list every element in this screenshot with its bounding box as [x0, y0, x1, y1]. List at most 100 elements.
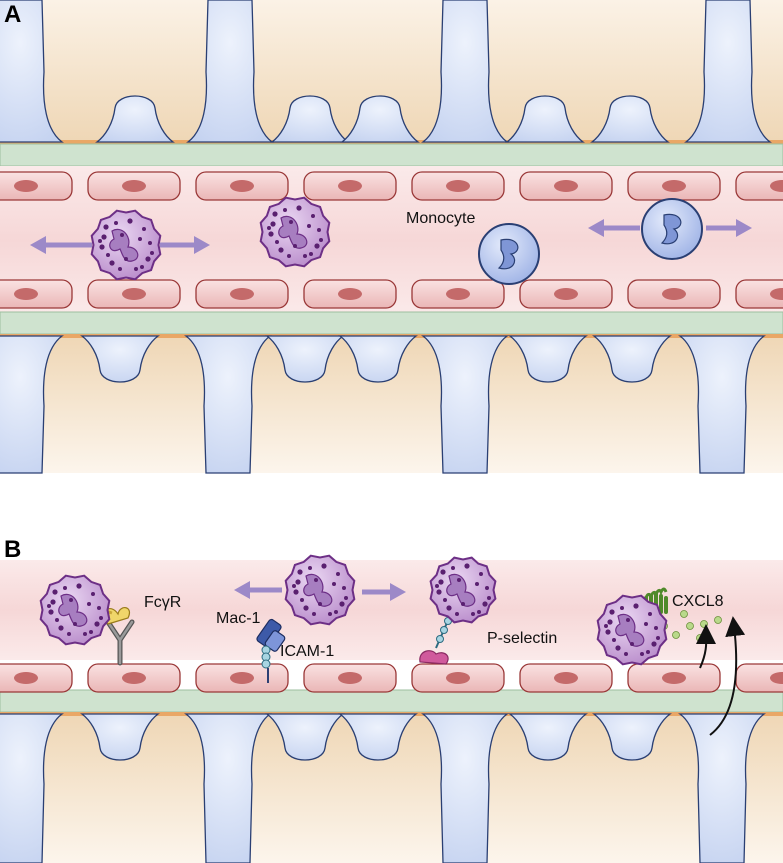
granule: [451, 566, 455, 570]
granule: [278, 247, 284, 253]
granule: [138, 237, 142, 241]
podocyte-process: [0, 335, 64, 474]
endothelium-lower: [0, 279, 783, 309]
neutrophil-nucleus: [58, 593, 88, 627]
granule: [624, 652, 628, 656]
neutrophil-cell: [90, 209, 162, 281]
label-monocyte: Monocyte: [406, 210, 475, 227]
mac1-icam1-binding: [256, 618, 286, 683]
granule: [267, 226, 271, 230]
granule: [464, 563, 470, 569]
granule: [318, 602, 322, 606]
granule: [604, 624, 608, 628]
granule: [106, 253, 110, 257]
podocyte-process: [684, 0, 772, 143]
granule: [283, 208, 287, 212]
granule: [648, 612, 652, 616]
label-fcgr: FcγR: [144, 594, 181, 611]
granule: [89, 630, 93, 634]
rolling-arrows-b: [234, 581, 406, 601]
granule: [339, 601, 345, 607]
endothelial-nucleus: [662, 672, 686, 684]
granule: [656, 636, 660, 640]
granule: [52, 589, 58, 595]
podocyte-foot-process: [338, 335, 418, 383]
granule: [97, 606, 101, 610]
granule: [457, 578, 461, 582]
granule: [142, 227, 146, 231]
granule: [270, 221, 276, 227]
granule: [297, 569, 303, 575]
granule: [47, 604, 51, 608]
endothelial-nucleus: [554, 180, 578, 192]
fc-gamma-receptor: [95, 606, 135, 666]
granule: [127, 218, 133, 224]
granule: [440, 569, 446, 575]
granule: [477, 610, 481, 614]
endothelial-nucleus: [770, 672, 783, 684]
granule: [292, 584, 296, 588]
granule: [654, 626, 658, 630]
granule: [312, 612, 316, 616]
granule: [109, 260, 115, 266]
granule: [275, 240, 279, 244]
endothelial-nucleus: [122, 288, 146, 300]
granule: [50, 599, 56, 605]
granule: [67, 632, 71, 636]
granule: [626, 618, 630, 622]
granule: [58, 625, 64, 631]
podocyte-foot-process: [80, 335, 160, 383]
granule: [487, 596, 491, 600]
granule: [438, 579, 444, 585]
granule: [482, 601, 488, 607]
granule: [319, 238, 323, 242]
granule: [646, 650, 650, 654]
rolling-arrows: [30, 219, 752, 254]
granule: [461, 602, 465, 606]
podocyte-foot-process: [340, 95, 420, 143]
granule: [342, 586, 346, 590]
neutrophil-nucleus: [278, 215, 308, 249]
podocyte-process: [421, 0, 509, 143]
neutrophil-nucleus: [615, 613, 645, 647]
podocyte-process: [184, 713, 272, 863]
granule: [435, 584, 439, 588]
chemokine-arrows: [696, 616, 746, 736]
granule: [314, 578, 318, 582]
label-mac1: Mac-1: [216, 610, 261, 627]
podocyte-foot-process: [508, 335, 588, 383]
podocyte-foot-process: [265, 713, 345, 761]
granule: [336, 572, 340, 576]
neutrophil-nucleus: [109, 228, 139, 262]
label-pselectin: P-selectin: [487, 630, 557, 647]
granule: [118, 267, 122, 271]
endothelial-nucleus: [662, 180, 686, 192]
podocyte-process: [678, 713, 766, 863]
endothelial-nucleus: [554, 672, 578, 684]
endothelial-nucleus: [446, 180, 470, 192]
podocyte-foot-process: [508, 713, 588, 761]
granule: [308, 566, 312, 570]
endothelial-nucleus: [554, 288, 578, 300]
granule: [287, 254, 291, 258]
monocyte-cell: [641, 198, 703, 260]
granule: [443, 598, 447, 602]
endothelial-nucleus: [14, 180, 38, 192]
podocyte-process: [421, 335, 509, 474]
endothelial-nucleus: [230, 288, 254, 300]
granule: [605, 629, 611, 635]
podocyte-foot-process: [338, 713, 418, 761]
endothelium-b: [0, 663, 783, 693]
panel-letter-a: A: [4, 1, 21, 28]
basement-membrane-lower: [0, 311, 783, 335]
podocyte-process: [0, 0, 64, 143]
granule: [272, 211, 278, 217]
endothelial-nucleus: [338, 672, 362, 684]
granule: [471, 612, 475, 616]
granule: [630, 642, 634, 646]
granule: [63, 586, 67, 590]
granule: [344, 596, 348, 600]
granule: [436, 589, 442, 595]
granule: [148, 241, 152, 245]
